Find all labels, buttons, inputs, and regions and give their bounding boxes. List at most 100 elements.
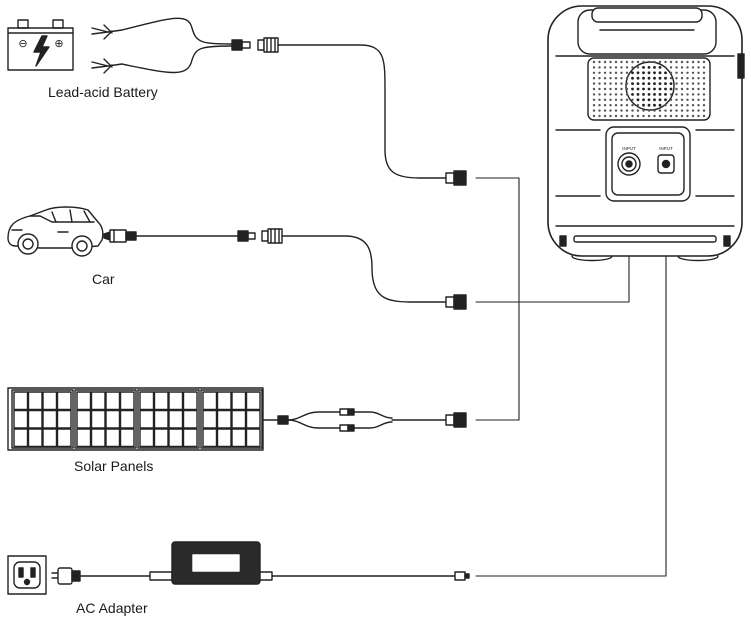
grille-hole [631,114,634,118]
grille-hole [592,114,596,118]
grille-hole [675,98,678,102]
grille-hole [636,104,640,107]
solar-cell [119,428,135,448]
battery-clamp-cables [121,17,233,74]
grille-hole [603,66,607,69]
grille-hole [620,98,623,102]
grille-hole [697,77,700,80]
grille-hole [614,66,618,69]
grille-hole [680,109,684,112]
grille-hole [636,114,640,118]
grille-hole [686,93,689,96]
grille-hole [669,114,673,118]
solar-branch-connector-icon [262,408,447,432]
grille-hole [680,114,684,118]
grille-hole [592,104,596,107]
grille-hole [686,87,689,91]
grille-hole [603,109,607,112]
grille-hole [598,60,601,64]
solar-cell [90,409,106,429]
grille-hole [691,104,695,107]
grille-hole [636,87,640,91]
grille-hole [625,71,629,75]
grille-hole [686,71,689,75]
solar-cell [42,428,58,448]
grille-hole [614,77,618,80]
solar-cell [182,391,198,411]
car-adapter-cable [281,235,447,303]
solar-cell [139,409,155,429]
grille-hole [664,82,667,85]
solar-cell [13,409,29,429]
grille-hole [642,87,645,91]
grille-hole [598,93,601,96]
solar-cell [119,391,135,411]
grille-hole [642,93,645,96]
battery-cable-connector-icon [231,37,279,53]
grille-hole [620,77,623,80]
grille-hole [702,114,706,118]
grille-hole [614,60,618,64]
grille-hole [642,98,645,102]
solar-panels-label: Solar Panels [74,458,154,474]
grille-hole [625,98,629,102]
grille-hole [680,98,684,102]
car-cable-connector-icon [237,228,283,244]
solar-cell [153,409,169,429]
grille-hole [686,104,689,107]
grille-hole [598,109,601,112]
grille-hole [603,71,607,75]
battery-cable-plug-icon [445,170,467,186]
grille-hole [686,82,689,85]
grille-hole [642,114,645,118]
grille-hole [636,76,640,80]
grille-hole [631,104,634,107]
grille-hole [686,66,689,69]
grille-hole [675,82,678,85]
solar-cell [231,391,247,411]
grille-hole [702,87,706,91]
grille-hole [691,66,695,69]
grille-hole [686,114,689,118]
grille-hole [658,60,662,64]
ac-plug-icon [51,567,81,585]
grille-hole [675,66,678,69]
battery-label: Lead-acid Battery [48,84,158,100]
grille-hole [653,109,656,112]
solar-cell [139,391,155,411]
grille-hole [697,66,700,69]
grille-hole [631,82,634,85]
grille-hole [702,93,706,96]
grille-hole [647,82,651,85]
solar-cell [42,391,58,411]
grille-hole [697,60,700,64]
solar-cell [105,409,121,429]
grille-hole [647,87,651,91]
grille-hole [664,71,667,75]
grille-hole [620,66,623,69]
grille-hole [702,60,706,64]
grille-hole [664,76,667,80]
grille-hole [680,77,684,80]
solar-panels-icon [7,387,264,451]
solar-cell [245,428,261,448]
grille-hole [631,87,634,91]
grille-hole [625,77,629,80]
grille-hole [647,103,651,107]
solar-cell [245,391,261,411]
solar-cell [202,428,218,448]
grille-hole [647,98,651,102]
grille-hole [675,87,678,91]
grille-hole [691,87,695,91]
grille-hole [614,82,618,85]
grille-hole [620,71,623,75]
solar-cell [153,391,169,411]
grille-hole [647,93,651,96]
grille-hole [647,71,651,75]
solar-cell [153,428,169,448]
grille-hole [658,82,662,85]
grille-hole [603,93,607,96]
solar-cell [245,409,261,429]
grille-hole [598,71,601,75]
grille-hole [631,98,634,102]
